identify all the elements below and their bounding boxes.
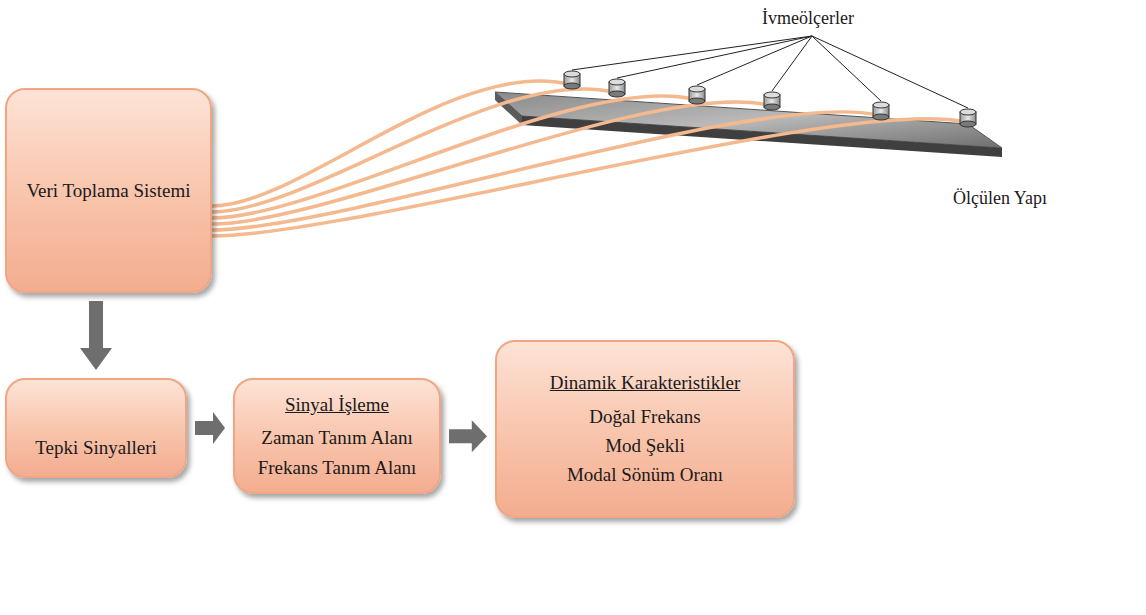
leader-lines bbox=[572, 36, 968, 108]
sensor-wire bbox=[212, 112, 877, 230]
accelerometer bbox=[689, 86, 705, 104]
accelerometer-group bbox=[564, 71, 976, 127]
leader-line bbox=[812, 36, 968, 108]
process-box: Veri Toplama Sistemi bbox=[5, 88, 212, 293]
accelerometer bbox=[609, 79, 625, 97]
annotation-label: İvmeölçerler bbox=[762, 8, 854, 29]
flow-arrow bbox=[195, 412, 225, 444]
flow-arrow bbox=[449, 420, 487, 452]
leader-line bbox=[617, 36, 812, 78]
sensor-wire bbox=[212, 102, 768, 224]
box-text: Zaman Tanım Alanı bbox=[261, 423, 412, 452]
process-box: Tepki Sinyalleri bbox=[5, 378, 187, 478]
box-text: Mod Şekli bbox=[605, 431, 685, 460]
accelerometer bbox=[873, 102, 889, 120]
accelerometer bbox=[564, 71, 580, 89]
sensor-wires bbox=[212, 81, 964, 236]
process-box: Dinamik KarakteristiklerDoğal FrekansMod… bbox=[495, 340, 795, 518]
box-heading: Sinyal İşleme bbox=[285, 390, 389, 419]
process-box: Sinyal İşlemeZaman Tanım AlanıFrekans Ta… bbox=[233, 378, 441, 494]
box-text: Tepki Sinyalleri bbox=[35, 433, 157, 462]
flow-arrow bbox=[80, 301, 112, 370]
sensor-wire bbox=[212, 119, 964, 236]
box-heading: Dinamik Karakteristikler bbox=[550, 368, 740, 397]
box-text: Veri Toplama Sistemi bbox=[26, 176, 190, 205]
leader-line bbox=[572, 36, 812, 70]
leader-line bbox=[772, 36, 812, 91]
box-text: Frekans Tanım Alanı bbox=[258, 453, 417, 482]
box-text: Doğal Frekans bbox=[589, 402, 700, 431]
leader-line bbox=[812, 36, 881, 101]
accelerometer bbox=[764, 92, 780, 110]
accelerometer bbox=[960, 109, 976, 127]
annotation-label: Ölçülen Yapı bbox=[953, 188, 1047, 209]
box-text: Modal Sönüm Oranı bbox=[567, 460, 723, 489]
